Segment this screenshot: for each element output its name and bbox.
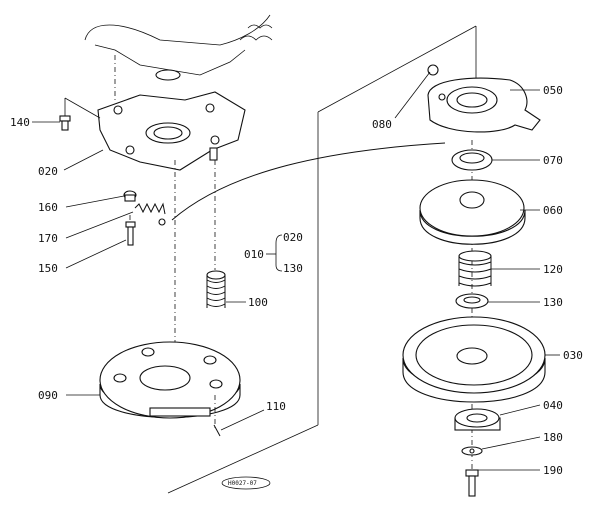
label-120: 120 — [543, 263, 563, 276]
label-070: 070 — [543, 154, 563, 167]
label-080: 080 — [372, 118, 392, 131]
label-140: 140 — [10, 116, 30, 129]
bolt-150 — [125, 221, 136, 246]
label-180: 180 — [543, 431, 563, 444]
label-100: 100 — [248, 296, 268, 309]
label-030: 030 — [563, 349, 583, 362]
label-150: 150 — [38, 262, 58, 275]
panel-outline — [167, 25, 477, 494]
plate-020 — [97, 91, 246, 171]
drawing-code-stamp: H0027-07 — [221, 476, 271, 490]
label-040: 040 — [543, 399, 563, 412]
nut-160 — [123, 190, 137, 202]
drawing-code: H0027-07 — [228, 480, 257, 487]
leader-lines — [32, 71, 560, 471]
engine-housing-sketch — [84, 14, 273, 100]
label-160: 160 — [38, 201, 58, 214]
spring-120 — [458, 250, 492, 287]
washer-180 — [461, 446, 483, 456]
drum-030 — [402, 316, 546, 403]
label-170: 170 — [38, 232, 58, 245]
seal-070 — [451, 149, 493, 171]
assembly-bracket — [266, 234, 283, 272]
pulley-060 — [419, 179, 526, 245]
label-090: 090 — [38, 389, 58, 402]
assembly-child-b-label: 130 — [283, 262, 303, 275]
part-labels: 140 020 160 170 150 090 100 110 080 050 … — [10, 84, 583, 477]
spring-170 — [134, 202, 166, 226]
drum-090 — [99, 341, 241, 419]
cable — [171, 142, 446, 221]
bolt-190 — [465, 469, 479, 497]
spring-100 — [206, 270, 226, 308]
label-050: 050 — [543, 84, 563, 97]
assembly-parent-label: 010 — [244, 248, 264, 261]
label-190: 190 — [543, 464, 563, 477]
washer-130 — [455, 293, 489, 309]
label-060: 060 — [543, 204, 563, 217]
left-axis-lines — [129, 160, 216, 360]
screw-140 — [59, 115, 71, 131]
housing-050 — [427, 77, 541, 133]
pin-110 — [213, 395, 221, 437]
label-130: 130 — [543, 296, 563, 309]
ball-080 — [427, 64, 439, 76]
bearing-040 — [454, 408, 501, 431]
assembly-child-a-label: 020 — [283, 231, 303, 244]
label-110: 110 — [266, 400, 286, 413]
label-020: 020 — [38, 165, 58, 178]
